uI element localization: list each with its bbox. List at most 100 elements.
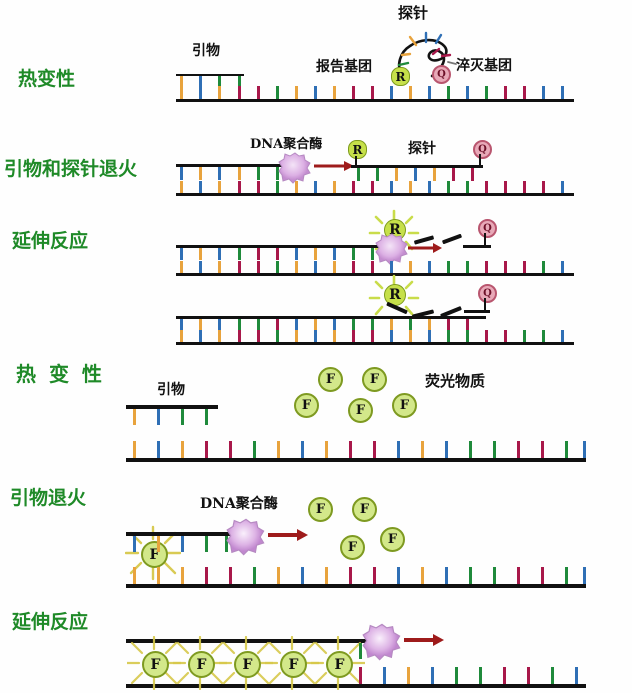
- base-tick: [257, 319, 260, 331]
- base-tick: [466, 330, 469, 342]
- reporter-badge-row4: R: [384, 284, 406, 306]
- base-tick: [390, 86, 393, 99]
- base-tick: [583, 567, 586, 584]
- base-tick: [373, 441, 376, 458]
- probe-backbone-row3: [463, 245, 491, 248]
- base-tick: [371, 181, 374, 193]
- base-tick: [199, 86, 202, 99]
- base-tick: [133, 536, 136, 552]
- base-tick: [333, 319, 336, 331]
- base-tick: [352, 330, 355, 342]
- primer-backbone-row5: [126, 405, 218, 409]
- base-tick: [314, 330, 317, 342]
- label-probe-row1: 探针: [398, 4, 429, 22]
- free-fluorophore: F: [362, 367, 387, 392]
- base-tick: [561, 330, 564, 342]
- base-tick: [180, 330, 183, 342]
- base-tick: [225, 536, 228, 552]
- base-tick: [428, 330, 431, 342]
- free-fluorophore: F: [294, 393, 319, 418]
- base-tick: [455, 667, 458, 684]
- incorporated-fluorophore: F: [141, 541, 168, 568]
- base-tick: [180, 86, 183, 99]
- base-tick: [325, 567, 328, 584]
- base-tick: [469, 441, 472, 458]
- base-tick: [371, 319, 374, 331]
- base-tick: [199, 261, 202, 273]
- base-tick: [503, 667, 506, 684]
- base-tick: [517, 441, 520, 458]
- base-tick: [257, 181, 260, 193]
- template-backbone-row3: [176, 273, 574, 276]
- base-tick: [180, 167, 183, 180]
- reporter-stem: [355, 156, 357, 166]
- base-tick: [371, 248, 374, 260]
- base-tick: [181, 441, 184, 458]
- base-tick: [238, 181, 241, 193]
- stage-label-primer-anneal: 引物退火: [10, 487, 87, 509]
- base-tick: [433, 168, 436, 181]
- base-tick: [199, 181, 202, 193]
- base-tick: [180, 248, 183, 260]
- base-tick: [523, 181, 526, 193]
- dna-polymerase-icon: [362, 623, 402, 661]
- base-tick: [390, 261, 393, 273]
- probe-backbone-row2: [351, 165, 483, 168]
- base-tick: [527, 667, 530, 684]
- probe-backbone-row4: [464, 310, 490, 313]
- base-tick: [541, 441, 544, 458]
- base-tick: [295, 181, 298, 193]
- base-tick: [541, 567, 544, 584]
- base-tick: [301, 567, 304, 584]
- base-tick: [409, 261, 412, 273]
- base-tick: [257, 248, 260, 260]
- base-tick: [133, 409, 136, 425]
- base-tick: [542, 181, 545, 193]
- base-tick: [181, 567, 184, 584]
- base-tick: [314, 248, 317, 260]
- base-tick: [447, 330, 450, 342]
- base-tick: [295, 261, 298, 273]
- base-tick: [295, 86, 298, 99]
- template-backbone-row7: [126, 684, 586, 688]
- base-tick: [276, 261, 279, 273]
- base-tick: [359, 667, 362, 684]
- base-tick: [276, 181, 279, 193]
- stage-label-extension-1: 延伸反应: [12, 230, 89, 252]
- base-tick: [157, 536, 160, 552]
- base-tick: [561, 86, 564, 99]
- base-tick: [218, 248, 221, 260]
- base-tick: [428, 181, 431, 193]
- base-tick: [523, 86, 526, 99]
- base-tick: [276, 167, 279, 180]
- row-1-denaturation: 引物 报告基团 淬灭基团 探针 R Q: [0, 0, 632, 110]
- base-tick: [352, 248, 355, 260]
- base-tick: [561, 261, 564, 273]
- base-tick: [257, 86, 260, 99]
- quencher-badge-row3: Q: [478, 219, 497, 238]
- stage-label-primer-probe-anneal: 引物和探针退火: [4, 158, 138, 180]
- quencher-badge-row2: Q: [473, 140, 492, 159]
- base-tick: [493, 441, 496, 458]
- base-tick: [314, 261, 317, 273]
- row-5-denaturation-sybr: 引物 荧光物质 F F F F F: [0, 355, 632, 470]
- free-fluorophore: F: [318, 367, 343, 392]
- base-tick: [276, 248, 279, 260]
- base-tick: [218, 261, 221, 273]
- base-tick: [469, 567, 472, 584]
- label-fluor-substance: 荧光物质: [425, 372, 486, 390]
- base-tick: [257, 167, 260, 180]
- base-tick: [205, 409, 208, 425]
- free-fluorophore: F: [392, 393, 417, 418]
- extension-direction-arrow-row6: [268, 529, 308, 541]
- base-tick: [542, 330, 545, 342]
- base-tick: [333, 330, 336, 342]
- quencher-badge-row4: Q: [478, 284, 497, 303]
- base-tick: [276, 319, 279, 331]
- quencher-stem: [479, 154, 481, 166]
- base-tick: [485, 261, 488, 273]
- probe-coil-icon: [386, 26, 476, 81]
- base-tick: [504, 330, 507, 342]
- base-tick: [238, 330, 241, 342]
- base-tick: [376, 168, 379, 181]
